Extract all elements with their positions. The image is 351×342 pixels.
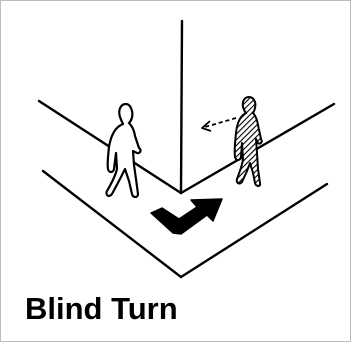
dashed-direction-arrow-icon — [202, 118, 236, 131]
walking-person-hatched-icon — [235, 97, 262, 186]
walking-person-outline-icon — [106, 104, 140, 197]
hallway-corner — [39, 21, 334, 277]
wall-corner-line — [181, 21, 182, 193]
blind-turn-illustration — [1, 1, 350, 291]
sign-caption: Blind Turn — [25, 291, 178, 327]
turn-arrow-icon — [151, 199, 222, 234]
right-floor-edge — [181, 184, 327, 277]
